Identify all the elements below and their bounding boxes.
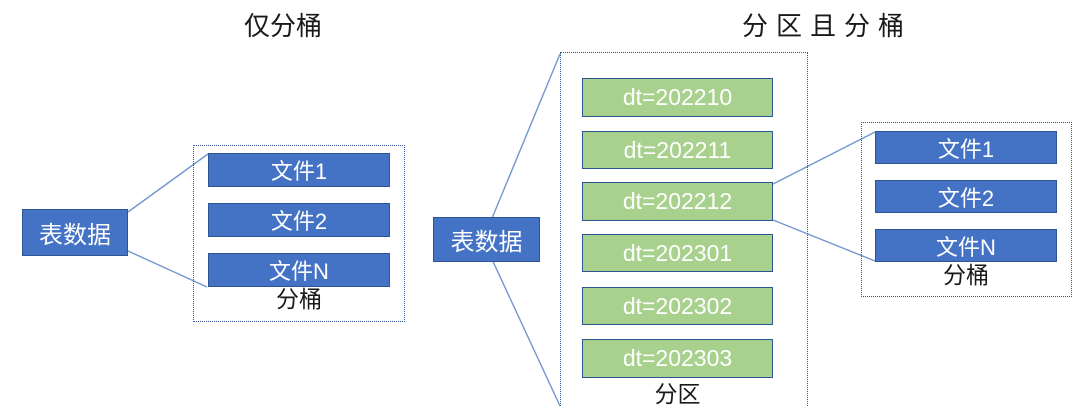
connector-line bbox=[482, 53, 561, 241]
partition-box-202302: dt=202302 bbox=[582, 287, 773, 325]
right-file-box-2: 文件2 bbox=[875, 180, 1057, 213]
left-table-data-box: 表数据 bbox=[22, 209, 128, 256]
right-bucket-group bbox=[861, 122, 1072, 297]
connector-line bbox=[127, 153, 209, 213]
partition-box-202301: dt=202301 bbox=[582, 234, 773, 272]
right-bucket-group-label: 分桶 bbox=[943, 263, 989, 289]
left-file-box-n: 文件N bbox=[208, 253, 390, 287]
left-file-box-2: 文件2 bbox=[208, 203, 390, 237]
connector-line bbox=[772, 219, 876, 262]
right-diagram-title: 分区且分桶 bbox=[741, 12, 912, 42]
left-bucket-group-label: 分桶 bbox=[276, 287, 322, 313]
partition-group-label: 分区 bbox=[654, 382, 701, 407]
left-bucket-group bbox=[193, 145, 405, 322]
partition-group bbox=[560, 52, 808, 407]
left-diagram-title: 仅分桶 bbox=[243, 12, 322, 42]
right-file-box-n: 文件N bbox=[875, 229, 1057, 262]
left-file-box-1: 文件1 bbox=[208, 153, 390, 187]
partition-box-202212: dt=202212 bbox=[582, 182, 773, 221]
right-file-box-1: 文件1 bbox=[875, 131, 1057, 164]
connector-line bbox=[772, 131, 876, 185]
partition-box-202211: dt=202211 bbox=[582, 131, 773, 169]
connector-line bbox=[482, 239, 561, 407]
right-table-data-box: 表数据 bbox=[433, 217, 540, 262]
partition-box-202210: dt=202210 bbox=[582, 78, 773, 117]
partition-box-202303: dt=202303 bbox=[582, 339, 773, 378]
